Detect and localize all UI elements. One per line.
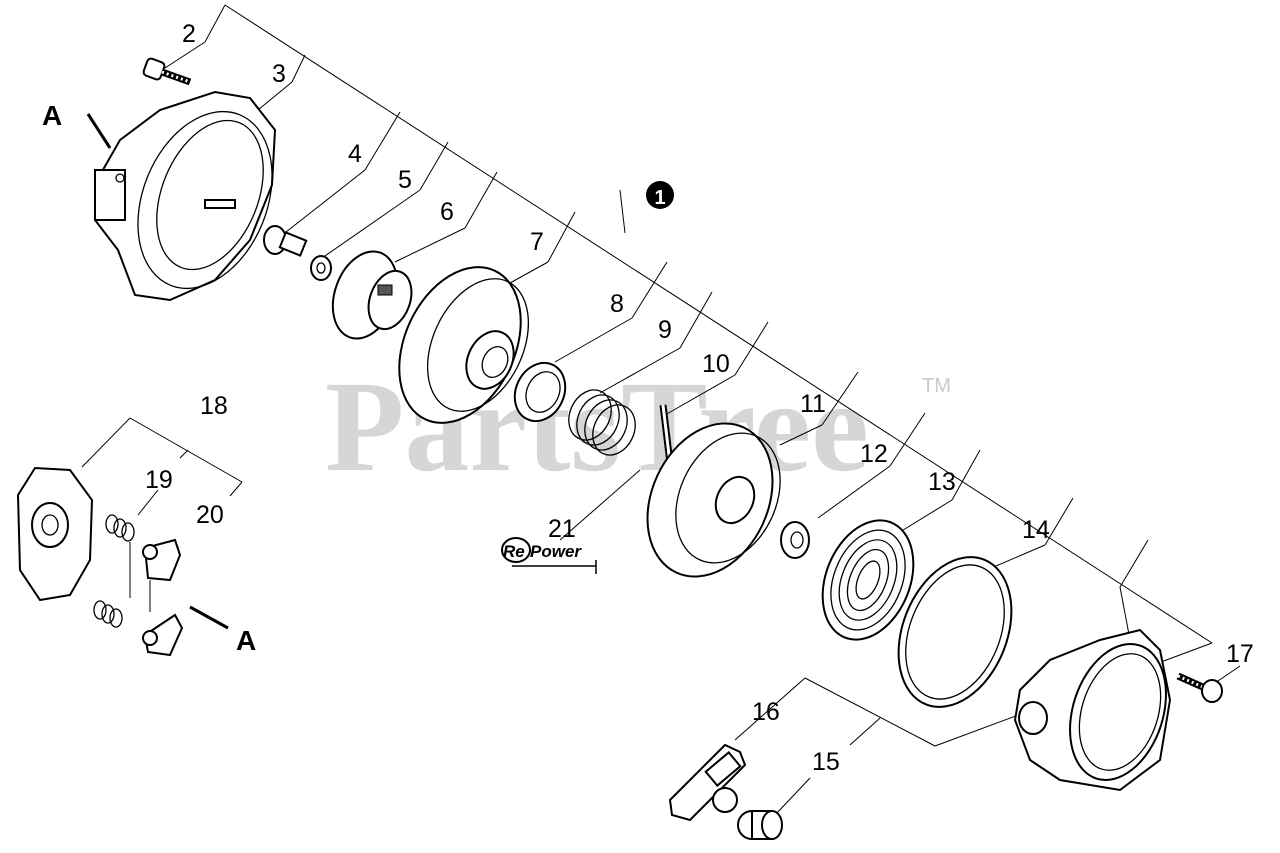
callout-1: 1 [654, 187, 665, 209]
callout-17: 17 [1226, 640, 1254, 668]
ratchet-plate-part-18 [16, 466, 94, 602]
callout-19: 19 [145, 466, 173, 494]
callout-21: 21 [548, 515, 576, 543]
callout-10: 10 [702, 350, 730, 378]
callout-18: 18 [200, 392, 228, 420]
watermark-trademark: TM [922, 375, 951, 397]
callout-20: 20 [196, 501, 224, 529]
bolt-part-4 [263, 225, 308, 257]
sleeve-part-15 [737, 810, 783, 840]
washer-part-12 [780, 521, 810, 559]
spring-part-9 [568, 389, 636, 456]
detail-bracket [81, 417, 243, 612]
logo-suffix: Power [530, 542, 582, 561]
cover-part [1013, 628, 1172, 792]
gasket-part-14 [897, 556, 1013, 708]
screw-part-2 [142, 57, 192, 86]
callout-15: 15 [812, 748, 840, 776]
callout-12: 12 [860, 440, 888, 468]
callout-3: 3 [272, 60, 286, 88]
housing-part-3 [86, 90, 277, 302]
spring-part-19 [93, 514, 135, 628]
screw-part-17 [1176, 672, 1223, 703]
callout-7: 7 [530, 228, 544, 256]
handle-part-16 [668, 743, 747, 822]
callout-6: 6 [440, 198, 454, 226]
callout-13: 13 [928, 468, 956, 496]
reel-part-7 [398, 266, 530, 424]
ratchet-part-8 [513, 361, 567, 423]
callout-11: 11 [800, 390, 826, 418]
callout-2: 2 [182, 20, 196, 48]
ref-label-a-bottom: A [236, 625, 256, 656]
logo-prefix: Re [503, 542, 525, 561]
callout-5: 5 [398, 166, 412, 194]
callout-9: 9 [658, 316, 672, 344]
washer-part-5 [310, 255, 332, 281]
spiral-spring-part-13 [821, 519, 915, 641]
callout-14: 14 [1022, 516, 1050, 544]
hub-part-6 [331, 250, 413, 340]
callout-8: 8 [610, 290, 624, 318]
callout-4: 4 [348, 140, 362, 168]
case-part-11 [646, 422, 781, 578]
ref-arrow-bottom [189, 605, 229, 630]
assembly-callout: 1 [646, 181, 674, 209]
pawl-part-20 [142, 538, 184, 657]
ref-label-a-top: A [42, 100, 62, 131]
callout-16: 16 [752, 698, 780, 726]
repower-logo: Re Power [501, 537, 597, 574]
